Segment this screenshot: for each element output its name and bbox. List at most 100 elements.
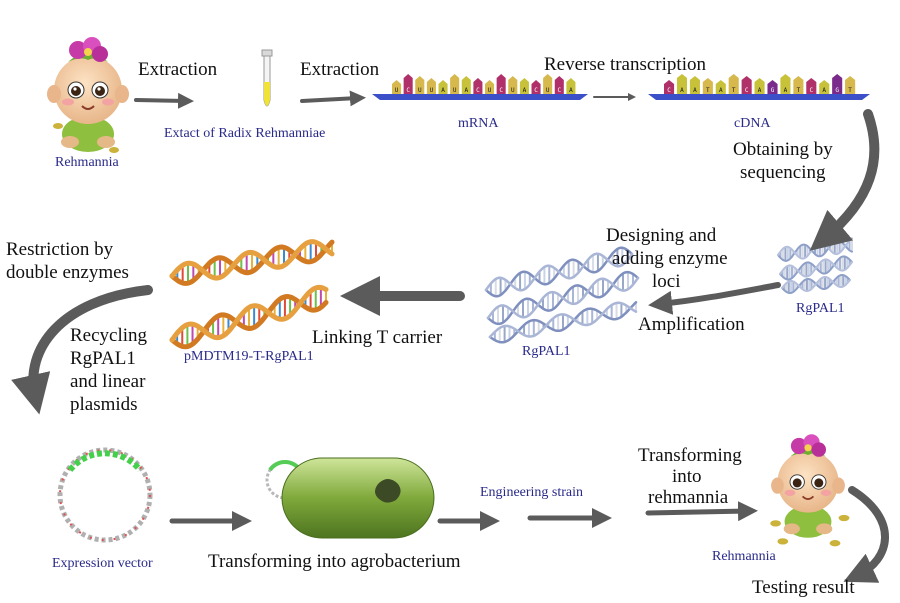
rgpal1-helix-right-icon (777, 237, 853, 294)
mrna-base-letter: U (395, 87, 399, 94)
mrna-base-letter: C (406, 87, 410, 94)
mrna-base (508, 76, 518, 94)
step-recycling-line2: RgPAL1 (70, 348, 136, 369)
mrna-base (531, 80, 541, 94)
cdna-base-letter: C (745, 87, 749, 94)
step-restriction-line1: Restriction by (6, 239, 114, 260)
cdna-base-letter: C (809, 87, 813, 94)
mrna-base (485, 80, 495, 94)
cdna-base-letter: G (771, 87, 775, 94)
step-reverse-transcription: Reverse transcription (544, 54, 706, 75)
mrna-base-letter: U (430, 87, 434, 94)
cdna-base-letter: T (797, 87, 801, 94)
arrow-to-rehmannia (645, 501, 758, 522)
mrna-base-letter: U (546, 87, 550, 94)
mrna-base (450, 74, 460, 94)
label-extract: Extact of Radix Rehmanniae (164, 126, 325, 141)
cdna-base (819, 80, 830, 94)
test-tube-icon (261, 49, 273, 107)
mrna-base-letter: A (569, 87, 573, 94)
mrna-base (392, 80, 402, 94)
label-rehmannia-bottom: Rehmannia (712, 549, 777, 564)
cdna-base (702, 78, 713, 94)
mrna-base-letter: U (453, 87, 457, 94)
rehmannia-mascot-icon (47, 37, 129, 153)
step-extraction-2: Extraction (300, 59, 380, 80)
arrow-mascot-to-tube (134, 92, 194, 109)
item-labels: Rehmannia Extact of Radix Rehmanniae mRN… (52, 116, 845, 571)
expression-vector-icon (57, 447, 153, 543)
helix-strand (484, 252, 634, 292)
step-transforming-reh-line2: into (672, 466, 702, 487)
step-recycling-line4: plasmids (70, 394, 138, 415)
cdna-base (664, 80, 675, 94)
flow-arrows (11, 90, 889, 583)
step-designing-line3: loci (652, 271, 681, 292)
label-cdna: cDNA (734, 116, 771, 131)
mrna-base (415, 76, 425, 94)
label-rgpal1-mid: RgPAL1 (522, 344, 571, 359)
mrna-base (519, 78, 529, 94)
label-engineering-strain: Engineering strain (480, 485, 583, 500)
mrna-base (543, 74, 553, 94)
mrna-base (403, 74, 413, 94)
arrow-to-testing (843, 486, 889, 583)
cdna-base (676, 74, 688, 94)
mrna-base (473, 78, 483, 94)
helix-strand (486, 276, 640, 320)
step-restriction-line2: double enzymes (6, 262, 129, 283)
step-texts: Extraction Extraction Reverse transcript… (6, 54, 855, 598)
helix-strand (169, 284, 329, 343)
helix-strand (169, 239, 335, 286)
step-extraction-1: Extraction (138, 59, 218, 80)
mrna-base (438, 80, 448, 94)
label-mrna: mRNA (458, 116, 499, 131)
cdna-base (806, 78, 817, 94)
cdna-base (689, 76, 700, 94)
cdna-base (767, 80, 778, 94)
step-transforming-reh-line1: Transforming (638, 445, 742, 466)
cdna-base-letter: T (732, 87, 736, 94)
cdna-base-letter: C (667, 87, 671, 94)
mrna-base-letter: U (418, 87, 422, 94)
helix-strand (781, 276, 851, 292)
cdna-base (728, 74, 739, 94)
mrna-base-letter: U (488, 87, 492, 94)
cdna-base (832, 74, 843, 94)
step-designing-line1: Designing and (606, 225, 717, 246)
mrna-base-letter: C (499, 87, 503, 94)
mrna-base (554, 76, 564, 94)
step-testing: Testing result (752, 577, 855, 598)
rehmannia-mascot-small-icon (770, 434, 850, 547)
mrna-base-letter: C (476, 87, 480, 94)
arrow-amplification (648, 282, 781, 315)
arrow-cdna-down (809, 109, 880, 251)
mrna-base-letter: A (523, 87, 527, 94)
cdna-base (715, 80, 726, 94)
cdna-base (780, 74, 791, 94)
mrna-base-letter: C (534, 87, 538, 94)
rgpal1-helix-mid-icon (484, 246, 640, 344)
mrna-base-letter: A (441, 87, 445, 94)
mrna-base (496, 74, 506, 94)
step-amplification: Amplification (638, 314, 745, 335)
mrna-base (461, 76, 471, 94)
helix-strand (779, 258, 853, 278)
step-recycling-line3: and linear (70, 371, 146, 392)
cdna-base-letter: A (758, 87, 762, 94)
agrobacterium-icon (265, 457, 435, 539)
step-designing-line2: adding enzyme (612, 248, 728, 269)
arrow-tube-to-mrna (300, 90, 366, 107)
cdna-base-letter: A (719, 87, 723, 94)
helix-strand (488, 301, 638, 339)
step-obtaining-line2: sequencing (740, 162, 826, 183)
step-transforming-agro: Transforming into agrobacterium (208, 551, 461, 572)
mrna-base-letter: C (557, 87, 561, 94)
cdna-base-letter: A (693, 87, 697, 94)
cdna-base-letter: T (706, 87, 710, 94)
mrna-base-letter: A (464, 87, 468, 94)
cdna-base (845, 76, 856, 94)
